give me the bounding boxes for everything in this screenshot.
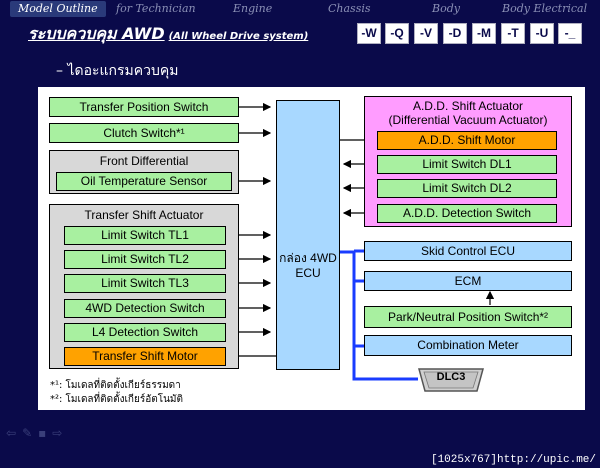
forward-arrow-icon[interactable]: ⇨ <box>52 426 69 440</box>
code-button-m[interactable]: -M <box>472 23 496 44</box>
nav-model-outline[interactable]: Model Outline <box>10 1 106 17</box>
footnote-2: *²: โมเดลที่ติดตั้งเกียร์อัตโนมัติ <box>50 394 184 405</box>
add-shift-actuator-title: A.D.D. Shift Actuator <box>412 99 524 113</box>
top-navigation: Model Outline for Technician Engine Chas… <box>0 0 600 18</box>
transfer-position-switch: Transfer Position Switch <box>49 97 239 117</box>
transfer-shift-actuator-title: Transfer Shift Actuator <box>84 208 204 222</box>
transfer-shift-actuator-group: Transfer Shift Actuator Limit Switch TL1… <box>49 204 239 369</box>
back-arrow-icon[interactable]: ⇦ <box>6 426 23 440</box>
transfer-position-switch-label: Transfer Position Switch <box>79 100 209 114</box>
menu-icon[interactable]: ▪ <box>38 426 53 440</box>
section-subtitle: – ไดอะแกรมควบคุม <box>56 63 179 79</box>
nav-for-technician[interactable]: for Technician <box>116 2 196 15</box>
l4-detection-switch-label: L4 Detection Switch <box>91 325 199 339</box>
front-differential-group: Front Differential Oil Temperature Senso… <box>49 150 239 194</box>
code-button-u[interactable]: -U <box>530 23 554 44</box>
code-button-v[interactable]: -V <box>414 23 438 44</box>
limit-switch-tl1-label: Limit Switch TL1 <box>101 228 189 242</box>
combination-meter-label: Combination Meter <box>417 338 519 352</box>
4wd-detection-switch-label: 4WD Detection Switch <box>85 301 205 315</box>
park-neutral-position-switch: Park/Neutral Position Switch*² <box>364 306 572 328</box>
limit-switch-tl2: Limit Switch TL2 <box>64 250 226 269</box>
combination-meter: Combination Meter <box>364 335 572 356</box>
limit-switch-dl1: Limit Switch DL1 <box>377 155 557 174</box>
front-differential-title: Front Differential <box>99 154 189 168</box>
clutch-switch: Clutch Switch*¹ <box>49 123 239 143</box>
ecm: ECM <box>364 271 572 291</box>
oil-temperature-sensor: Oil Temperature Sensor <box>56 172 232 191</box>
park-neutral-position-switch-label: Park/Neutral Position Switch*² <box>387 310 549 324</box>
control-diagram: Transfer Position Switch Clutch Switch*¹… <box>38 87 585 410</box>
4wd-detection-switch: 4WD Detection Switch <box>64 299 226 318</box>
nav-engine[interactable]: Engine <box>233 2 273 15</box>
add-shift-motor-label: A.D.D. Shift Motor <box>418 133 516 147</box>
ecm-label: ECM <box>454 274 482 288</box>
limit-switch-tl3: Limit Switch TL3 <box>64 274 226 293</box>
page-title-main: ระบบควบคุม AWD <box>28 24 165 43</box>
skid-control-ecu: Skid Control ECU <box>364 241 572 261</box>
nav-body-electrical[interactable]: Body Electrical <box>502 2 588 15</box>
add-shift-actuator-group: A.D.D. Shift Actuator (Differential Vacu… <box>364 96 572 227</box>
code-button-w[interactable]: -W <box>357 23 381 44</box>
transfer-shift-motor-label: Transfer Shift Motor <box>92 349 198 363</box>
skid-control-ecu-label: Skid Control ECU <box>420 244 516 258</box>
pen-icon[interactable]: ✎ <box>22 426 39 440</box>
limit-switch-tl3-label: Limit Switch TL3 <box>101 276 189 290</box>
limit-switch-tl1: Limit Switch TL1 <box>64 226 226 245</box>
code-button-underscore[interactable]: -_ <box>558 23 582 44</box>
add-shift-motor: A.D.D. Shift Motor <box>377 131 557 150</box>
page-title-sub: (All Wheel Drive system) <box>168 31 309 42</box>
transfer-shift-motor: Transfer Shift Motor <box>64 347 226 366</box>
footnotes: *¹: โมเดลที่ติดตั้งเกียร์ธรรมดา *²: โมเด… <box>50 379 183 407</box>
limit-switch-dl2-label: Limit Switch DL2 <box>422 181 512 195</box>
clutch-switch-label: Clutch Switch*¹ <box>103 126 185 140</box>
footnote-1: *¹: โมเดลที่ติดตั้งเกียร์ธรรมดา <box>50 380 181 391</box>
oil-temperature-sensor-label: Oil Temperature Sensor <box>80 174 208 188</box>
slide-controls: ⇦✎▪⇨ <box>6 426 68 440</box>
nav-chassis[interactable]: Chassis <box>328 2 371 15</box>
limit-switch-dl1-label: Limit Switch DL1 <box>422 157 512 171</box>
add-shift-actuator-subtitle: (Differential Vacuum Actuator) <box>388 113 548 127</box>
add-detection-switch-label: A.D.D. Detection Switch <box>402 206 532 220</box>
add-detection-switch: A.D.D. Detection Switch <box>377 204 557 223</box>
limit-switch-dl2: Limit Switch DL2 <box>377 179 557 198</box>
nav-body[interactable]: Body <box>432 2 460 15</box>
watermark: [1025x767]http://upic.me/ <box>430 454 596 466</box>
limit-switch-tl2-label: Limit Switch TL2 <box>101 252 189 266</box>
4wd-ecu: กล่อง 4WD ECU <box>276 100 340 370</box>
code-button-d[interactable]: -D <box>443 23 467 44</box>
l4-detection-switch: L4 Detection Switch <box>64 323 226 342</box>
code-button-q[interactable]: -Q <box>385 23 409 44</box>
dlc3-label: DLC3 <box>436 371 466 383</box>
code-button-t[interactable]: -T <box>501 23 525 44</box>
dlc3-connector-icon <box>418 368 484 392</box>
4wd-ecu-label: กล่อง 4WD ECU <box>279 251 337 280</box>
page-title: ระบบควบคุม AWD(All Wheel Drive system) <box>28 22 308 47</box>
